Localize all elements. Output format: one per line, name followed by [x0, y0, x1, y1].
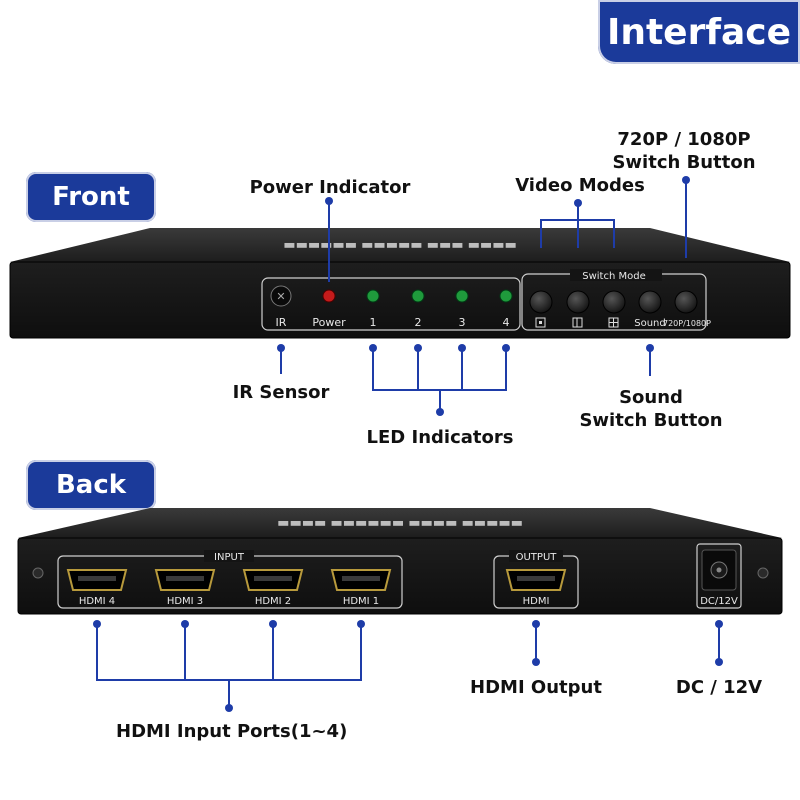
- back-device-face: [17, 537, 783, 615]
- hdmi-4-label: HDMI 4: [79, 596, 115, 607]
- hdmi-output-callout: HDMI Output: [470, 677, 602, 698]
- sound-callout-line1: Sound: [619, 387, 683, 408]
- dc-frame: [696, 543, 742, 609]
- back-device-top: [18, 508, 782, 538]
- dc-panel-label: DC/12V: [700, 596, 738, 607]
- back-top-print: ▬▬▬▬▬ ▬▬▬▬ ▬▬▬▬▬▬ ▬▬▬▬: [277, 516, 523, 531]
- panel-sound-label: Sound: [634, 318, 666, 329]
- switch-mode-label: Switch Mode: [582, 271, 646, 282]
- sound-button[interactable]: [638, 290, 662, 314]
- front-callout-lines: [280, 180, 687, 412]
- input-label-bg: [204, 550, 254, 562]
- panel-power-label: Power: [312, 316, 346, 329]
- front-device: ▬▬▬▬ ▬▬▬ ▬▬▬▬▬ ▬▬▬▬▬▬ ✕ IR Power 1 2 3 4…: [9, 228, 791, 339]
- video-modes-callout: Video Modes: [515, 175, 645, 196]
- front-device-top: [10, 228, 790, 262]
- led-2: [411, 289, 425, 303]
- left-screw: [32, 567, 44, 579]
- power-led: [322, 289, 336, 303]
- led-3: [455, 289, 469, 303]
- switch-mode-label-bg: [570, 269, 662, 281]
- panel-res-label: 720P/1080P: [663, 319, 711, 328]
- hdmi-port-3[interactable]: [154, 569, 216, 591]
- panel-led-3-label: 3: [459, 316, 466, 329]
- indicator-panel-frame: [261, 277, 521, 331]
- single-screen-icon: [535, 317, 546, 328]
- panel-led-2-label: 2: [415, 316, 422, 329]
- dc-callout: DC / 12V: [675, 677, 763, 698]
- resolution-button-callout: 720P / 1080P Switch Button: [600, 128, 768, 174]
- hdmi-port-4[interactable]: [66, 569, 128, 591]
- resolution-button[interactable]: [674, 290, 698, 314]
- hdmi-3-label: HDMI 3: [167, 596, 203, 607]
- sound-callout-line2: Switch Button: [579, 410, 723, 431]
- back-section-badge: Back: [26, 460, 156, 510]
- video-mode-button-1[interactable]: [529, 290, 553, 314]
- back-callout-dots: [93, 620, 723, 712]
- input-label: INPUT: [214, 552, 245, 563]
- video-mode-button-2[interactable]: [566, 290, 590, 314]
- hdmi-2-label: HDMI 2: [255, 596, 291, 607]
- hdmi-port-1[interactable]: [330, 569, 392, 591]
- hdmi-port-2[interactable]: [242, 569, 304, 591]
- panel-led-4-label: 4: [503, 316, 510, 329]
- led-4: [499, 289, 513, 303]
- resolution-callout-line2: Switch Button: [612, 152, 756, 173]
- panel-ir-label: IR: [276, 316, 287, 329]
- power-indicator-callout: Power Indicator: [249, 177, 411, 198]
- right-screw: [757, 567, 769, 579]
- sound-button-callout: Sound Switch Button: [572, 386, 730, 432]
- output-label-bg: [509, 550, 563, 562]
- front-section-badge: Front: [26, 172, 156, 222]
- resolution-callout-line1: 720P / 1080P: [617, 129, 751, 150]
- led-1: [366, 289, 380, 303]
- ir-sensor-callout: IR Sensor: [232, 382, 330, 403]
- back-device: ▬▬▬▬▬ ▬▬▬▬ ▬▬▬▬▬▬ ▬▬▬▬ INPUT HDMI 4 HDMI…: [17, 508, 783, 615]
- ir-sensor-x-icon: ✕: [276, 290, 285, 303]
- front-top-print: ▬▬▬▬ ▬▬▬ ▬▬▬▬▬ ▬▬▬▬▬▬: [283, 238, 517, 253]
- video-mode-button-3[interactable]: [602, 290, 626, 314]
- output-label: OUTPUT: [516, 552, 558, 563]
- hdmi-out-label: HDMI: [523, 596, 550, 607]
- ir-sensor-window: [270, 285, 292, 307]
- led-indicators-callout: LED Indicators: [366, 427, 514, 448]
- back-callout-lines: [96, 624, 720, 708]
- interface-title-badge: Interface: [598, 0, 800, 64]
- hdmi-output-port[interactable]: [505, 569, 567, 591]
- dc-jack-pin: [716, 567, 722, 573]
- hdmi-inputs-callout: HDMI Input Ports(1~4): [116, 721, 348, 742]
- panel-led-1-label: 1: [370, 316, 377, 329]
- hdmi-1-label: HDMI 1: [343, 596, 379, 607]
- single-screen-icon-dot: [539, 321, 542, 324]
- front-callout-dots: [277, 176, 690, 416]
